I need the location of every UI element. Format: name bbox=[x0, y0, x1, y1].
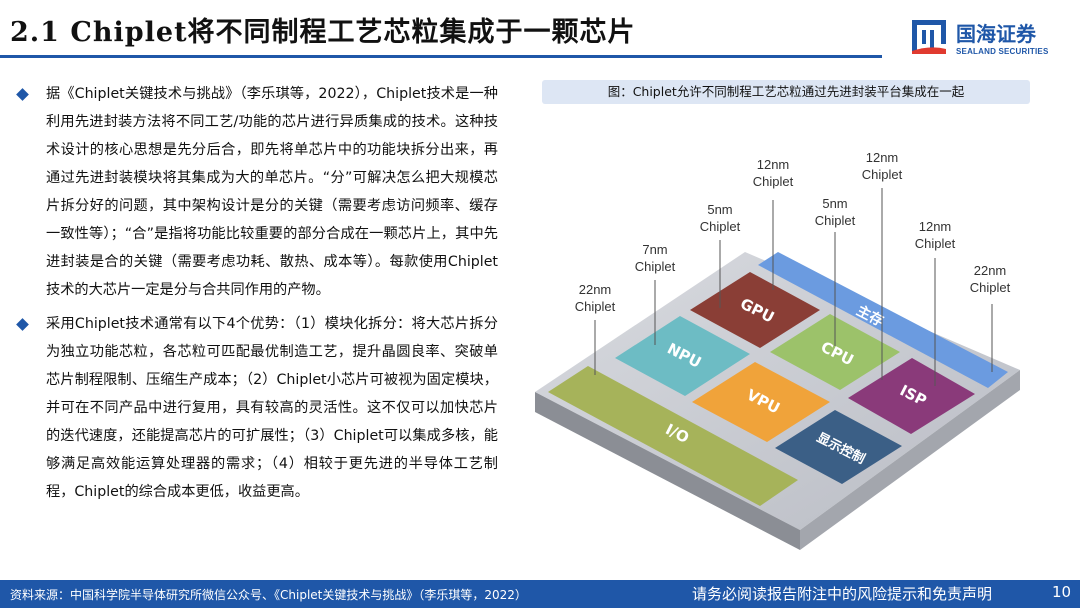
company-logo: 国海证券 SEALAND SECURITIES bbox=[910, 18, 1070, 58]
gpu-chiplet: GPU bbox=[690, 272, 820, 348]
callout-chiplet-label: Chiplet bbox=[915, 236, 956, 251]
callout-node-label: 12nm bbox=[866, 150, 899, 165]
callout-chiplet-label: Chiplet bbox=[753, 174, 794, 189]
bullet-list: 据《Chiplet关键技术与挑战》（李乐琪等，2022），Chiplet技术是一… bbox=[16, 80, 498, 506]
footer-source: 资料来源：中国科学院半导体研究所微信公众号、《Chiplet关键技术与挑战》（李… bbox=[10, 588, 527, 602]
bullet-item: 采用Chiplet技术通常有以下4个优势：（1）模块化拆分：将大芯片拆分为独立功… bbox=[16, 310, 498, 506]
title-rule bbox=[0, 55, 882, 58]
isp-chiplet: ISP bbox=[848, 358, 975, 434]
logo-chinese-name: 国海证券 bbox=[956, 22, 1036, 46]
cpu-chiplet: CPU bbox=[770, 314, 900, 390]
io-chiplet: I/O bbox=[548, 366, 798, 506]
callout-chiplet-label: Chiplet bbox=[635, 259, 676, 274]
callout-chiplet-label: Chiplet bbox=[970, 280, 1011, 295]
callout-node-label: 12nm bbox=[919, 219, 952, 234]
callout-labels: 22nm Chiplet 7nm Chiplet 5nm Chiplet 12n… bbox=[575, 150, 1011, 314]
logo-english-name: SEALAND SECURITIES bbox=[956, 47, 1049, 56]
callout-chiplet-label: Chiplet bbox=[815, 213, 856, 228]
callout-node-label: 12nm bbox=[757, 157, 790, 172]
callout-lines bbox=[594, 188, 993, 386]
chiplet-diagram: 主存 GPU NPU CPU VPU ISP 显示控制 I/O bbox=[535, 150, 1020, 550]
bullet-item: 据《Chiplet关键技术与挑战》（李乐琪等，2022），Chiplet技术是一… bbox=[16, 80, 498, 304]
diamond-bullet-icon bbox=[16, 318, 29, 331]
vpu-chiplet: VPU bbox=[692, 362, 830, 442]
page-title: 2.1 Chiplet将不同制程工艺芯粒集成于一颗芯片 bbox=[10, 17, 636, 48]
callout-node-label: 7nm bbox=[642, 242, 667, 257]
bullet-text: 据《Chiplet关键技术与挑战》（李乐琪等，2022），Chiplet技术是一… bbox=[46, 86, 498, 298]
npu-chiplet: NPU bbox=[615, 316, 750, 396]
callout-node-label: 5nm bbox=[707, 202, 732, 217]
callout-chiplet-label: Chiplet bbox=[862, 167, 903, 182]
callout-node-label: 22nm bbox=[974, 263, 1007, 278]
figure-caption: 图：Chiplet允许不同制程工艺芯粒通过先进封装平台集成在一起 bbox=[542, 80, 1030, 104]
memory-chiplet: 主存 bbox=[758, 252, 1008, 388]
sealand-logo-icon bbox=[912, 20, 946, 54]
page-number: 10 bbox=[1052, 583, 1072, 601]
bullet-text: 采用Chiplet技术通常有以下4个优势：（1）模块化拆分：将大芯片拆分为独立功… bbox=[46, 316, 498, 500]
diamond-bullet-icon bbox=[16, 88, 29, 101]
footer-bar: 资料来源：中国科学院半导体研究所微信公众号、《Chiplet关键技术与挑战》（李… bbox=[0, 580, 1080, 608]
callout-node-label: 5nm bbox=[822, 196, 847, 211]
callout-node-label: 22nm bbox=[579, 282, 612, 297]
footer-disclaimer: 请务必阅读报告附注中的风险提示和免责声明 bbox=[692, 585, 993, 603]
display-control-chiplet: 显示控制 bbox=[775, 410, 902, 484]
callout-chiplet-label: Chiplet bbox=[700, 219, 741, 234]
callout-chiplet-label: Chiplet bbox=[575, 299, 616, 314]
